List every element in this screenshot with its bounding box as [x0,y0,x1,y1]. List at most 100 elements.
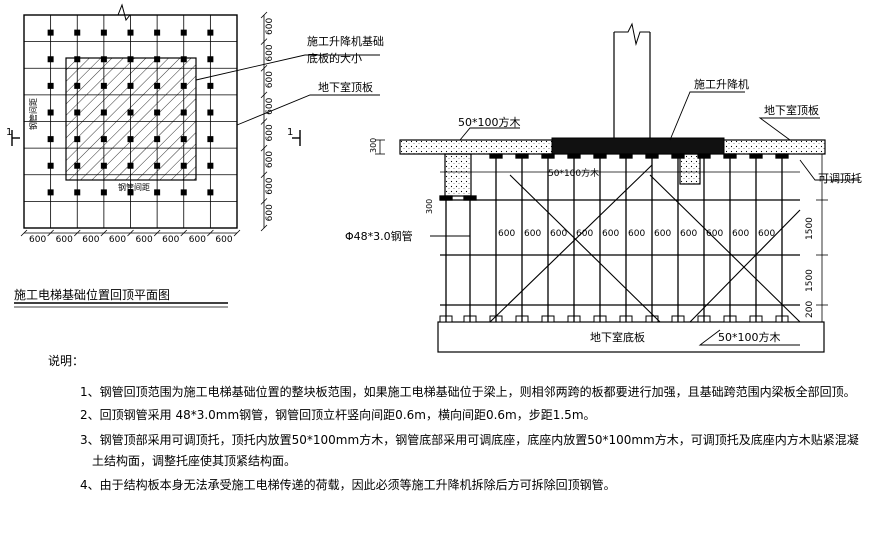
label-hoist: 施工升降机 [694,77,749,91]
pipe-post [154,189,161,196]
plan-dim-label: 600 [215,235,232,245]
top-support [697,153,711,159]
plan-dim-label: 600 [82,235,99,245]
pipe-post [100,136,107,143]
pipe-post [127,29,134,36]
pipe-post [154,162,161,169]
pipe-post [180,56,187,63]
top-support [619,153,633,159]
pipe-post [74,82,81,89]
brace-3 [649,174,801,323]
brace-2 [509,174,661,323]
dim-1500-lower: 1500 [805,269,815,292]
plan-view [11,3,380,308]
top-support [489,153,503,159]
plan-rdim-label: 600 [265,97,275,114]
plan-rdim-label: 600 [265,204,275,221]
note-item-4: 4、由于结构板本身无法承受施工电梯传递的荷载，因此必须等施工升降机拆除后方可拆除… [80,478,616,492]
leader-roof-slab [236,94,380,126]
pipe-post [207,82,214,89]
pipe-post [74,136,81,143]
section-dim-600: 600 [628,229,645,239]
pipe-post [207,56,214,63]
plan-title: 施工电梯基础位置回顶平面图 [14,287,170,302]
label-timber-bottom: 50*100方木 [718,330,781,344]
plan-rdim-label: 600 [265,124,275,141]
plan-dim-label: 600 [136,235,153,245]
plan-dim-label: 600 [29,235,46,245]
pipe-post [74,29,81,36]
brace-4 [689,209,801,323]
section-dim-600: 600 [706,229,723,239]
plan-inner-h-label: 钢管间距 [118,182,150,192]
section-mark-right: 1 [287,127,293,138]
pipe-post [47,136,54,143]
plan-dim-label: 600 [162,235,179,245]
pipe-post [47,82,54,89]
beam-left [444,153,472,197]
label-roof-slab: 地下室顶板 [764,103,819,117]
section-dim-600: 600 [498,229,515,239]
top-support [723,153,737,159]
plan-dim-label: 600 [189,235,206,245]
top-support [671,153,685,159]
plan-callout-foundation-1: 施工升降机基础 [307,34,384,48]
plan-rdim-label: 600 [265,71,275,88]
section-dim-600: 600 [758,229,775,239]
foundation-area [65,57,197,181]
label-timber-top: 50*100方木 [458,115,521,129]
top-support [567,153,581,159]
plan-callout-roof-slab: 地下室顶板 [318,80,373,94]
dim-1500-upper: 1500 [805,217,815,240]
pipe-post [74,189,81,196]
pipe-post [47,29,54,36]
pipe-post [127,56,134,63]
pipe-post [47,109,54,116]
plan-rdim-label: 600 [265,44,275,61]
dim-300-mid: 300 [425,199,434,214]
bottom-timbers [439,315,789,323]
pipe-post [207,189,214,196]
plan-inner-v-label: 钢管间距 [28,98,38,130]
top-support [515,153,529,159]
top-support [645,153,659,159]
pipe-post [207,29,214,36]
pipe-post [100,162,107,169]
plan-rdim-label: 600 [265,151,275,168]
pipe-post [180,189,187,196]
pipe-post [47,162,54,169]
pipe-post [154,56,161,63]
pipe-post [180,162,187,169]
pipe-post [127,136,134,143]
top-support [749,153,763,159]
plan-rdim-label: 600 [265,177,275,194]
top-support [541,153,555,159]
pipe-post [207,136,214,143]
pipe-post [100,109,107,116]
notes-heading: 说明： [48,354,85,368]
pipe-post [100,56,107,63]
pipe-post [154,136,161,143]
label-base-slab: 地下室底板 [590,330,645,344]
pipe-post [100,29,107,36]
pipe-post [207,109,214,116]
vertical-pipes [439,153,789,322]
pipe-post [154,109,161,116]
note-item-1: 1、钢管回顶范围为施工电梯基础位置的整块板范围，如果施工电梯基础位于梁上，则相邻… [80,385,856,399]
label-timber-inner: 50*100方木 [548,167,599,179]
pipe-post [127,109,134,116]
note-item-3a: 3、钢管顶部采用可调顶托，顶托内放置50*100mm方木，钢管底部采用可调底座，… [80,433,859,447]
plan-rdim-label: 600 [265,18,275,35]
pipe-post [154,29,161,36]
section-dim-600: 600 [550,229,567,239]
hoist-foundation [551,137,725,155]
dim-300-left: 300 [369,138,378,153]
pipe-post [180,82,187,89]
plan-pipe-posts [47,29,214,196]
section-dim-600: 600 [602,229,619,239]
pipe-post [100,82,107,89]
section-view [375,22,860,353]
beam-mid [679,153,701,185]
dim-200: 200 [805,301,815,318]
note-item-2: 2、回顶钢管采用 48*3.0mm钢管，钢管回顶立杆竖向间距0.6m，横向间距0… [80,408,596,422]
